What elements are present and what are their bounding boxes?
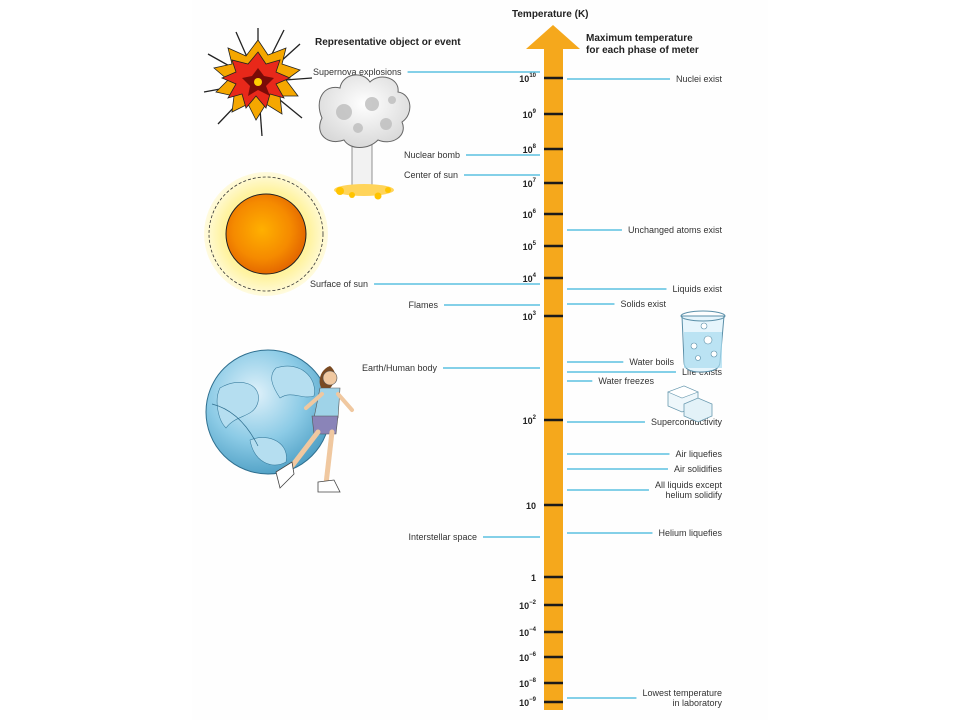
tick-label-base: 10 — [523, 416, 533, 426]
right-phase: Unchanged atoms exist — [567, 225, 722, 235]
right-phase-label: Lowest temperature — [642, 688, 722, 698]
tick-label-exponent: 10 — [529, 73, 536, 79]
tick-label-exponent: 8 — [533, 144, 537, 150]
tick-label-exponent: 3 — [533, 311, 537, 317]
tick-label-base: 1 — [531, 573, 536, 583]
tick-label: 10−8 — [519, 678, 537, 689]
tick-label-base: 10 — [523, 110, 533, 120]
tick-label-base: 10 — [523, 179, 533, 189]
right-phase: Water freezes — [567, 376, 654, 386]
tick-label: 109 — [523, 109, 537, 120]
tick-label-exponent: 4 — [533, 273, 537, 279]
tick-label: 104 — [523, 273, 537, 284]
tick-label: 10−4 — [519, 627, 537, 638]
left-event-label: Earth/Human body — [362, 363, 438, 373]
right-phase: Water boils — [567, 357, 674, 367]
tick-label-base: 10 — [519, 628, 529, 638]
tick-label: 102 — [523, 415, 537, 426]
temperature-bar-arrowhead — [526, 25, 580, 49]
running-woman-illustration — [275, 366, 354, 493]
left-event-label: Nuclear bomb — [404, 150, 460, 160]
left-heading: Representative object or event — [315, 37, 461, 48]
tick-label: 105 — [523, 241, 537, 252]
tick-label-exponent: −9 — [529, 697, 537, 703]
tick-label-base: 10 — [523, 210, 533, 220]
tick-label-exponent: 7 — [533, 178, 537, 184]
right-phase: Nuclei exist — [567, 74, 722, 84]
tick-label: 108 — [523, 144, 537, 155]
tick-label-exponent: 2 — [533, 415, 537, 421]
right-phase-label: Solids exist — [620, 299, 666, 309]
right-phase-label: Superconductivity — [651, 417, 723, 427]
right-phase-label: Liquids exist — [672, 284, 722, 294]
tick-label-exponent: −2 — [529, 600, 537, 606]
supernova-explosion-illustration — [203, 28, 313, 137]
right-phase: Liquids exist — [567, 284, 722, 294]
tick-label: 1010 — [519, 73, 536, 84]
tick-label-base: 10 — [523, 242, 533, 252]
tick-label-base: 10 — [523, 145, 533, 155]
right-phase-label: Helium liquefies — [658, 528, 722, 538]
right-phase: Solids exist — [567, 299, 666, 309]
tick-label: 10 — [526, 501, 536, 511]
tick-label: 106 — [523, 209, 537, 220]
right-phase-label: Air solidifies — [674, 464, 723, 474]
tick-label-base: 10 — [519, 653, 529, 663]
right-phase-label: Water freezes — [598, 376, 654, 386]
right-heading-line2: for each phase of meter — [586, 45, 699, 56]
right-phase-label: helium solidify — [665, 490, 722, 500]
left-event-label: Supernova explosions — [313, 67, 402, 77]
mushroom-cloud-illustration — [318, 74, 411, 200]
tick-label-exponent: 6 — [533, 209, 537, 215]
temperature-bar-shaft — [544, 48, 563, 710]
left-event-label: Surface of sun — [310, 279, 368, 289]
right-phase-label: Nuclei exist — [676, 74, 723, 84]
right-phase: Air solidifies — [567, 464, 722, 474]
right-phase: Superconductivity — [567, 417, 722, 427]
tick-label-base: 10 — [523, 312, 533, 322]
tick-label-base: 10 — [523, 274, 533, 284]
tick-label-exponent: 5 — [533, 241, 537, 247]
tick-layer: 101010910810710610510410310210110−210−41… — [519, 73, 563, 708]
tick-label: 103 — [523, 311, 537, 322]
tick-label-base: 10 — [519, 679, 529, 689]
left-event-label: Interstellar space — [408, 532, 477, 542]
tick-label: 10−9 — [519, 697, 537, 708]
axis-title: Temperature (K) — [512, 9, 589, 20]
tick-label-base: 10 — [519, 74, 529, 84]
sun-illustration — [204, 172, 328, 296]
earth-globe-illustration — [205, 349, 331, 475]
right-phase-label: All liquids except — [655, 480, 723, 490]
tick-label-base: 10 — [519, 601, 529, 611]
tick-label-exponent: −6 — [529, 652, 537, 658]
tick-label: 1 — [531, 573, 536, 583]
tick-label: 10−6 — [519, 652, 537, 663]
beaker-illustration — [680, 310, 726, 373]
ice-cubes-illustration — [667, 385, 713, 423]
tick-label-base: 10 — [519, 698, 529, 708]
right-phase: Helium liquefies — [567, 528, 722, 538]
tick-label-exponent: −4 — [529, 627, 537, 633]
tick-label: 10−2 — [519, 600, 537, 611]
right-phase-label: in laboratory — [672, 698, 722, 708]
left-event-label: Center of sun — [404, 170, 458, 180]
tick-label-exponent: −8 — [529, 678, 537, 684]
right-phase: Air liquefies — [567, 449, 722, 459]
left-event-label: Flames — [408, 300, 438, 310]
tick-label-exponent: 9 — [533, 109, 537, 115]
tick-label: 107 — [523, 178, 537, 189]
right-phase-label: Water boils — [629, 357, 674, 367]
tick-label-base: 10 — [526, 501, 536, 511]
right-phase-label: Unchanged atoms exist — [628, 225, 723, 235]
right-phase-label: Air liquefies — [675, 449, 722, 459]
right-heading-line1: Maximum temperature — [586, 33, 693, 44]
